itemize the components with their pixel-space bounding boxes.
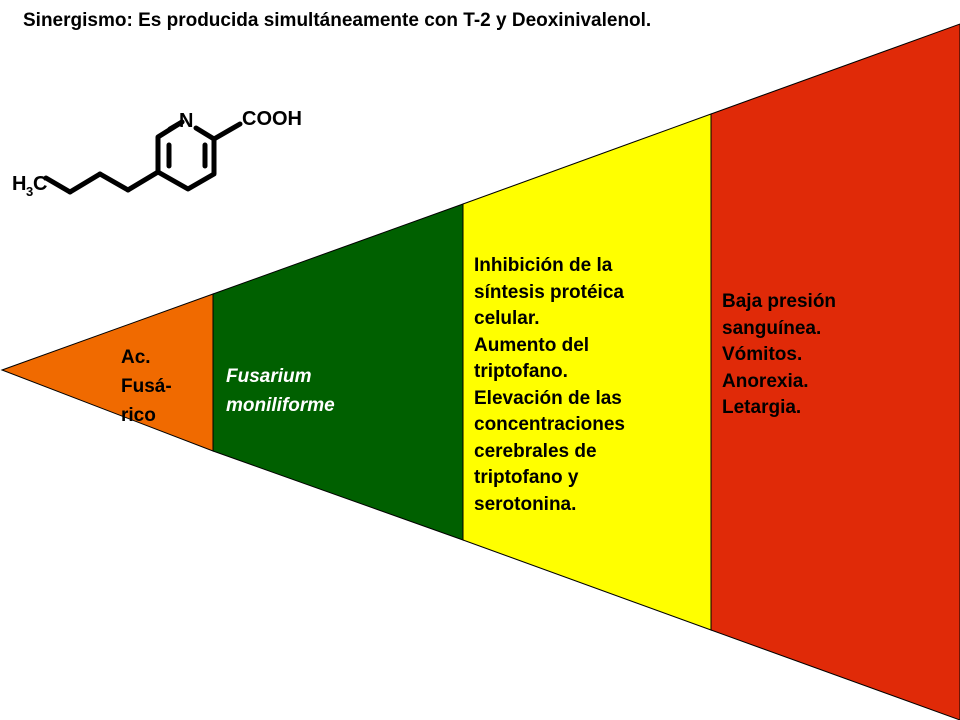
segment-label-compound: Ac. Fusá- rico: [121, 343, 172, 430]
label-line: celular.: [474, 308, 540, 329]
segment-label-symptoms: Baja presión sanguínea. Vómitos. Anorexi…: [722, 289, 836, 422]
molecule-acid-group: COOH: [242, 108, 302, 130]
label-line: Anorexia.: [722, 370, 809, 392]
label-line: Vómitos.: [722, 344, 803, 365]
label-line: Baja presión: [722, 291, 837, 312]
label-line: Letargia.: [722, 397, 802, 418]
molecule-methyl-sub: 3: [26, 184, 33, 199]
molecule-methyl-h: H: [12, 173, 26, 195]
segment-label-mechanism: Inhibición de la síntesis protéica celul…: [474, 253, 625, 518]
label-line: sanguínea.: [722, 317, 822, 339]
label-line: síntesis protéica: [474, 281, 624, 303]
molecule-atom-n: N: [179, 110, 193, 132]
label-line: Ac.: [121, 347, 151, 368]
page-title: Sinergismo: Es producida simultáneamente…: [23, 10, 652, 31]
label-line: concentraciones: [474, 414, 625, 435]
label-line: cerebrales de: [474, 440, 597, 462]
wedge-segment-symptoms: [710, 23, 960, 720]
label-line: triptofano y: [474, 467, 579, 488]
label-line: Inhibición de la: [474, 255, 613, 276]
molecule-structure: [43, 119, 243, 195]
label-line: moniliforme: [226, 395, 335, 416]
label-line: Elevación de las: [474, 387, 622, 409]
label-line: Fusá-: [121, 376, 172, 397]
label-line: Aumento del: [474, 334, 590, 356]
label-line: rico: [121, 405, 156, 426]
wedge-segment-acid: [0, 293, 214, 452]
label-line: triptofano.: [474, 361, 568, 382]
molecule-methyl-c: C: [33, 173, 47, 195]
label-line: serotonina.: [474, 493, 577, 515]
label-line: Fusarium: [226, 366, 312, 387]
segment-label-fungus: Fusarium moniliforme: [226, 362, 335, 420]
